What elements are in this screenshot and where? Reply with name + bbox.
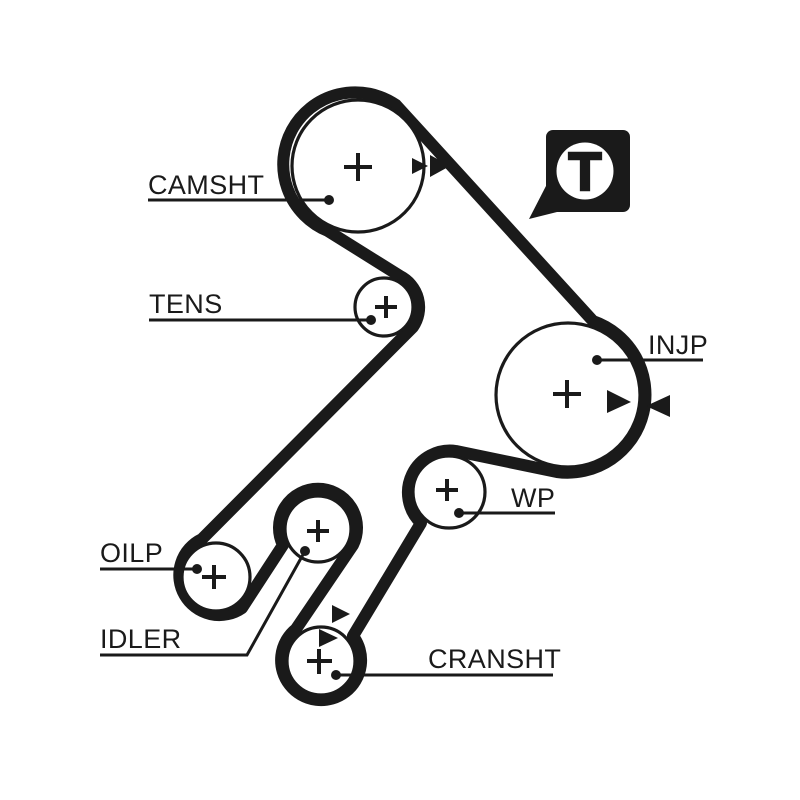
tensioner-leader-dot	[366, 315, 376, 325]
camshaft-belt-arrow-icon	[430, 155, 450, 177]
injection-pump-center-mark	[553, 380, 581, 408]
camshaft-label: CAMSHT	[148, 170, 264, 200]
water-pump-label: WP	[511, 483, 555, 513]
oil-pump-label: OILP	[100, 538, 163, 568]
tensioner-center-mark	[375, 296, 397, 318]
injection-pump-belt-arrow-icon	[646, 395, 670, 417]
timing-mark-letter: T	[569, 142, 602, 202]
timing-mark-badge: T	[529, 130, 630, 219]
crankshaft-center-mark	[307, 649, 332, 674]
idler-label: IDLER	[100, 624, 182, 654]
timing-mark-badge-circle	[556, 142, 614, 200]
injection-pump-alignment-arrow-icon	[607, 390, 631, 413]
crankshaft-leader-dot	[331, 670, 341, 680]
injection-pump-label: INJP	[648, 330, 708, 360]
camshaft-alignment-arrow-icon	[412, 158, 428, 174]
crankshaft-alignment-arrow-icon	[319, 629, 338, 647]
idler-leader-dot	[300, 546, 310, 556]
camshaft-center-mark	[344, 153, 372, 181]
oil-pump-leader-dot	[192, 564, 202, 574]
camshaft-leader-dot	[324, 195, 334, 205]
idler-center-mark	[307, 520, 329, 542]
timing-belt	[173, 86, 652, 707]
crankshaft-label: CRANSHT	[428, 644, 561, 674]
idler-leader-line	[100, 550, 307, 657]
crankshaft-belt-arrow-icon	[332, 605, 350, 623]
injection-pump-leader-dot	[592, 355, 602, 365]
oil-pump-center-mark	[202, 565, 226, 589]
tensioner-label: TENS	[149, 289, 223, 319]
water-pump-center-mark	[436, 479, 458, 501]
water-pump-leader-dot	[454, 508, 464, 518]
